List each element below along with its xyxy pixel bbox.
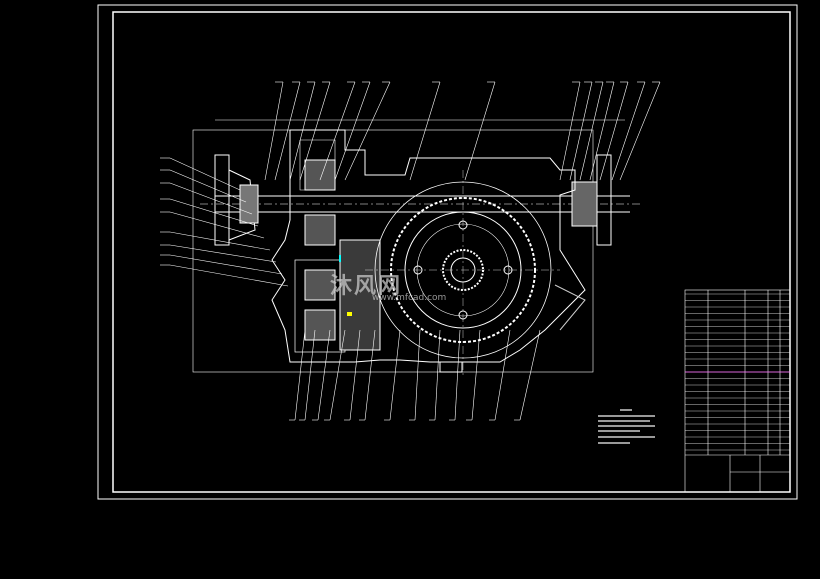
leader-line (409, 81, 441, 181)
large-gear (365, 170, 560, 375)
leader-line (169, 169, 247, 203)
leader-line (464, 81, 496, 181)
leader-line (169, 198, 259, 227)
input-shaft (200, 195, 640, 213)
leader-line (589, 81, 615, 181)
leader-line (559, 81, 581, 181)
leader-line (389, 329, 401, 421)
leader-line (334, 81, 371, 181)
leader-line (619, 81, 661, 181)
leader-line (471, 329, 481, 421)
leader-line (599, 81, 629, 181)
leader-line (349, 329, 361, 421)
technical-requirements (598, 409, 655, 444)
leader-line (264, 81, 284, 181)
view-boundary (192, 129, 594, 373)
right-flange (571, 154, 612, 246)
leader-line (364, 329, 376, 421)
leader-line (611, 81, 646, 181)
leader-line (434, 329, 441, 421)
watermark-url: www.mfcad.com (372, 293, 447, 303)
leader-line (569, 81, 593, 181)
gearbox-housing (271, 129, 586, 363)
leader-line (344, 81, 391, 181)
leader-line (319, 81, 356, 181)
leader-line (169, 254, 283, 275)
leader-line (169, 182, 253, 215)
leader-line (579, 81, 604, 181)
inner-frame (112, 11, 791, 493)
leader-line (494, 329, 511, 421)
leader-line (299, 81, 331, 181)
left-flange (214, 154, 259, 246)
watermark-text: 沐风网 (330, 274, 403, 299)
leader-line (519, 329, 541, 421)
leader-line (294, 329, 306, 421)
title-block (684, 289, 791, 493)
leader-line (169, 211, 265, 239)
leader-line (304, 329, 316, 421)
leader-line (329, 329, 346, 421)
leader-line (274, 81, 301, 181)
leader-line (169, 231, 271, 251)
leader-line (169, 244, 277, 263)
leader-line (169, 264, 289, 287)
leader-line (289, 81, 316, 181)
leader-line (414, 329, 421, 421)
leader-line (317, 329, 331, 421)
leader-line (169, 157, 241, 191)
outer-frame (97, 4, 798, 500)
leader-line (454, 329, 461, 421)
